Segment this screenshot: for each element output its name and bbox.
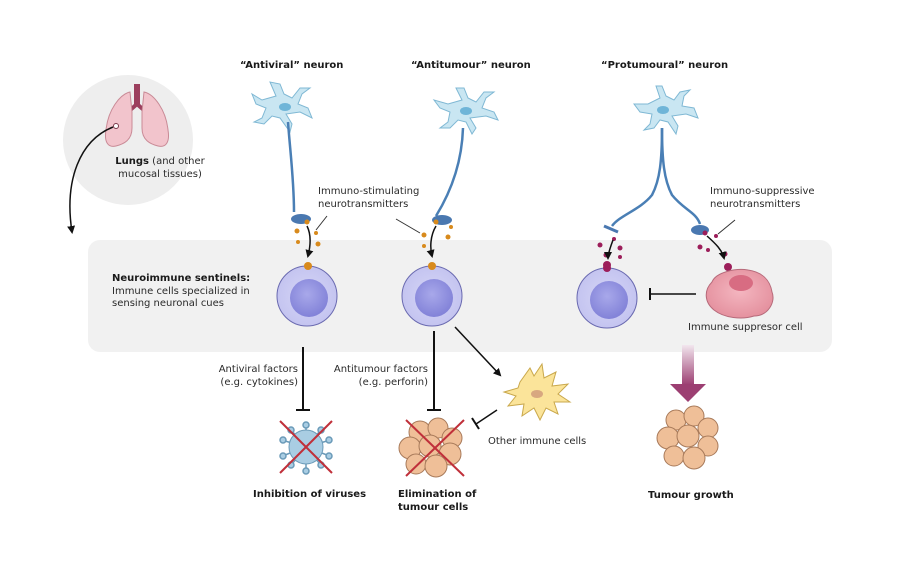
- stimulating-line1: Immuno-stimulating: [318, 186, 420, 197]
- virus-cross-icon: [279, 420, 333, 474]
- antitumour-factors-label: Antitumour factors (e.g. perforin): [320, 364, 428, 389]
- suppressive-line2: neurotransmitters: [710, 198, 801, 210]
- elimination-tumour-label: Elimination of tumour cells: [398, 489, 476, 514]
- suppressive-neurotransmitters-label: Immuno-suppressive neurotransmitters: [710, 186, 815, 211]
- elimination-line1: Elimination of: [398, 489, 477, 500]
- sentinels-title: Neuroimmune sentinels:: [112, 273, 251, 284]
- lungs-label: Lungs (and other mucosal tissues): [100, 156, 220, 181]
- dendritic-cell-icon: [502, 362, 572, 422]
- antiviral-factors-line1: Antiviral factors: [218, 364, 298, 375]
- stimulating-dots-2: [421, 219, 453, 248]
- antiviral-neuron: [250, 81, 313, 224]
- antitumour-neuron-title: “Antitumour” neuron: [411, 60, 531, 71]
- suppressor-cell-label: Immune suppresor cell: [688, 322, 803, 333]
- stimulating-line2: neurotransmitters: [318, 198, 409, 210]
- antitumour-neuron: [432, 87, 499, 225]
- tumour-cross-icon: [405, 419, 465, 477]
- immune-cell-antiviral: [276, 262, 338, 327]
- tumour-growth-label: Tumour growth: [648, 490, 734, 501]
- tumour-growth-arrow: [670, 345, 706, 402]
- protumoural-neuron: [603, 85, 709, 235]
- immune-cell-suppressed: [576, 264, 638, 329]
- suppressive-dots-left: [597, 237, 623, 269]
- antitumour-factors-line1: Antitumour factors: [333, 364, 428, 375]
- sentinels-line2: sensing neuronal cues: [112, 298, 225, 309]
- suppressive-line1: Immuno-suppressive: [710, 186, 815, 197]
- inhibition-of-viruses-label: Inhibition of viruses: [253, 489, 367, 500]
- suppressive-dots-right: [697, 230, 732, 271]
- lungs-label-rest: (and other: [149, 156, 205, 167]
- tumour-cells-icon: [398, 417, 463, 478]
- lungs-icon: [105, 84, 169, 147]
- antiviral-factors-label: Antiviral factors (e.g. cytokines): [200, 364, 298, 389]
- elimination-line2: tumour cells: [398, 501, 469, 513]
- antiviral-factors-line2: (e.g. cytokines): [220, 376, 298, 388]
- protumoural-neuron-title: “Protumoural” neuron: [601, 60, 729, 71]
- stimulating-dots-1: [294, 219, 321, 247]
- immune-cell-antitumour: [401, 262, 463, 327]
- lungs-label-bold: Lungs: [115, 156, 149, 167]
- sentinels-label: Neuroimmune sentinels: Immune cells spec…: [112, 273, 250, 311]
- other-immune-cells-label: Other immune cells: [488, 436, 587, 447]
- lungs-label-line2: mucosal tissues): [118, 168, 202, 180]
- immune-suppressor-cell: [705, 269, 774, 319]
- lung-to-sentinel-arrow: [67, 126, 114, 234]
- antiviral-neuron-title: “Antiviral” neuron: [240, 60, 344, 71]
- antitumour-factors-line2: (e.g. perforin): [358, 376, 428, 388]
- sentinels-line1: Immune cells specialized in: [112, 285, 250, 297]
- growing-tumour-icon: [656, 405, 719, 470]
- stimulating-neurotransmitters-label: Immuno-stimulating neurotransmitters: [318, 186, 419, 211]
